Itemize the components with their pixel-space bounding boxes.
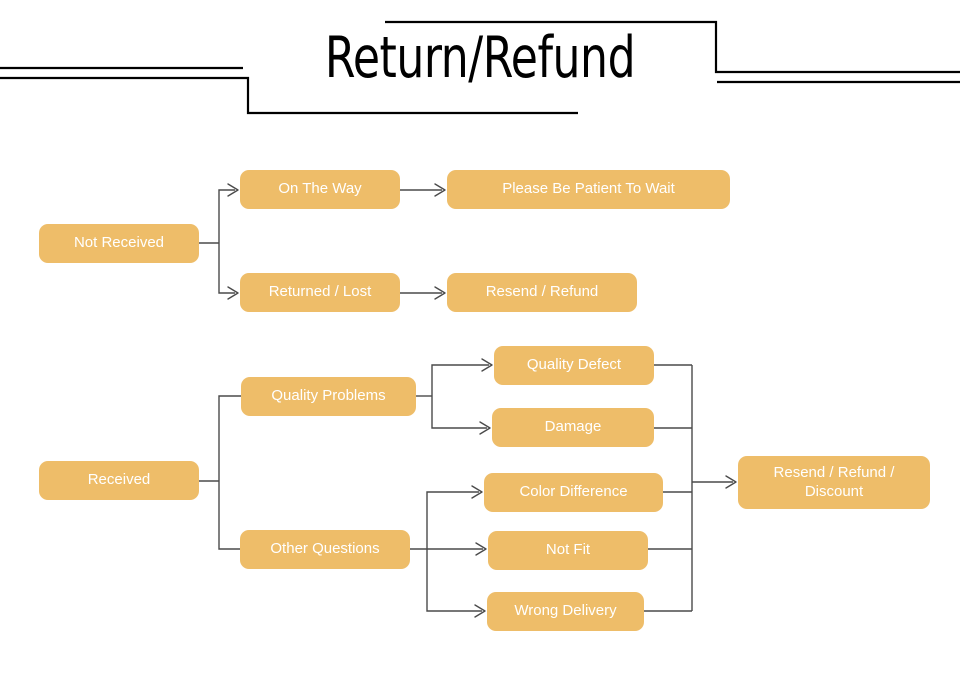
node-quality-problems[interactable]: Quality Problems (241, 377, 416, 416)
edge-received-quality-problems (218, 395, 241, 481)
arrowhead-wrong-delivery (474, 604, 486, 618)
arrowhead-resend-refund-discount (725, 475, 737, 489)
node-not-fit[interactable]: Not Fit (488, 531, 648, 570)
arrowhead-not-fit (475, 542, 487, 556)
arrowhead-damage (479, 421, 491, 435)
node-damage[interactable]: Damage (492, 408, 654, 447)
arrowhead-on-the-way (227, 183, 239, 197)
node-received[interactable]: Received (39, 461, 199, 500)
arrowhead-color-difference (471, 485, 483, 499)
edge-other-questions-color-difference (426, 491, 479, 549)
node-wrong-delivery[interactable]: Wrong Delivery (487, 592, 644, 631)
node-color-difference[interactable]: Color Difference (484, 473, 663, 512)
node-on-the-way[interactable]: On The Way (240, 170, 400, 209)
arrowhead-returned-lost (227, 286, 239, 300)
node-quality-defect[interactable]: Quality Defect (494, 346, 654, 385)
edge-received-other-questions (218, 481, 240, 550)
arrowhead-quality-defect (481, 358, 493, 372)
page-header: Return/Refund (0, 0, 960, 130)
edge-quality-problems-quality-defect (431, 364, 489, 396)
arrowhead-resend-refund (434, 286, 446, 300)
edge-quality-problems-damage (431, 396, 487, 429)
edge-not-received-returned-lost (218, 243, 235, 294)
node-resend-refund-discount[interactable]: Resend / Refund / Discount (738, 456, 930, 509)
edge-not-received-on-the-way (218, 189, 235, 243)
node-resend-refund[interactable]: Resend / Refund (447, 273, 637, 312)
node-not-received[interactable]: Not Received (39, 224, 199, 263)
header-rule-decoration (0, 20, 960, 115)
node-returned-lost[interactable]: Returned / Lost (240, 273, 400, 312)
page-title: Return/Refund (324, 25, 636, 91)
arrowhead-please-be-patient (434, 183, 446, 197)
node-other-questions[interactable]: Other Questions (240, 530, 410, 569)
edge-other-questions-wrong-delivery (426, 549, 482, 612)
node-please-be-patient-to-wait[interactable]: Please Be Patient To Wait (447, 170, 730, 209)
